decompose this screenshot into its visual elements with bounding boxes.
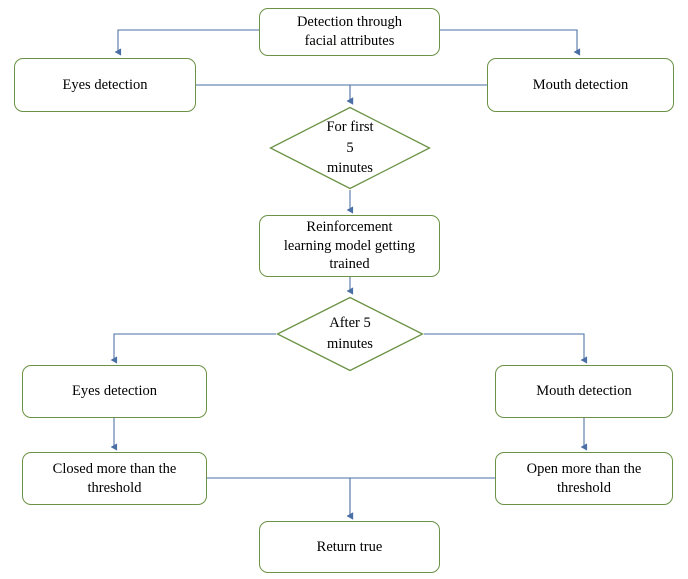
node-mouth-detection-bottom[interactable]: Mouth detection	[495, 365, 673, 418]
node-label: Mouth detection	[532, 76, 629, 93]
node-label: After 5 minutes	[327, 315, 373, 352]
edge-detection-to-mouth-top	[440, 29, 581, 56]
node-mouth-detection-top[interactable]: Mouth detection	[487, 58, 674, 112]
node-eyes-detection-bottom[interactable]: Eyes detection	[22, 365, 207, 418]
edge-closed-to-return-true	[207, 477, 354, 520]
node-label: Return true	[316, 538, 383, 555]
node-for-first-5-minutes[interactable]: For first 5 minutes	[269, 106, 431, 190]
node-label: For first 5 minutes	[326, 119, 374, 177]
node-after-5-minutes[interactable]: After 5 minutes	[276, 296, 424, 372]
node-label: Eyes detection	[72, 383, 157, 400]
diamond-shape	[269, 106, 431, 190]
node-reinforcement-learning-model-getting-trained[interactable]: Reinforcement learning model getting tra…	[259, 215, 440, 277]
edge-open-to-return-true	[346, 477, 495, 520]
node-detection-through-facial-attributes[interactable]: Detection through facial attributes	[259, 8, 440, 56]
edge-mouth-top-to-for-first-5	[346, 84, 487, 105]
node-label: Closed more than the threshold	[52, 460, 177, 496]
node-eyes-detection-top[interactable]: Eyes detection	[14, 58, 196, 112]
edge-after-5-to-mouth-bottom	[424, 333, 588, 364]
node-label: Detection through facial attributes	[296, 14, 403, 49]
node-label: Mouth detection	[536, 383, 632, 400]
edge-eyes-top-to-for-first-5	[196, 84, 354, 105]
node-label: Reinforcement learning model getting tra…	[283, 219, 416, 273]
node-label: Open more than the threshold	[526, 460, 642, 496]
node-return-true[interactable]: Return true	[259, 521, 440, 573]
node-closed-more-than-the-threshold[interactable]: Closed more than the threshold	[22, 452, 207, 505]
node-open-more-than-the-threshold[interactable]: Open more than the threshold	[495, 452, 673, 505]
edge-detection-to-eyes-top	[114, 29, 259, 56]
node-label: Eyes detection	[62, 76, 148, 93]
edge-after-5-to-eyes-bottom	[110, 333, 276, 364]
diamond-shape	[276, 296, 424, 372]
